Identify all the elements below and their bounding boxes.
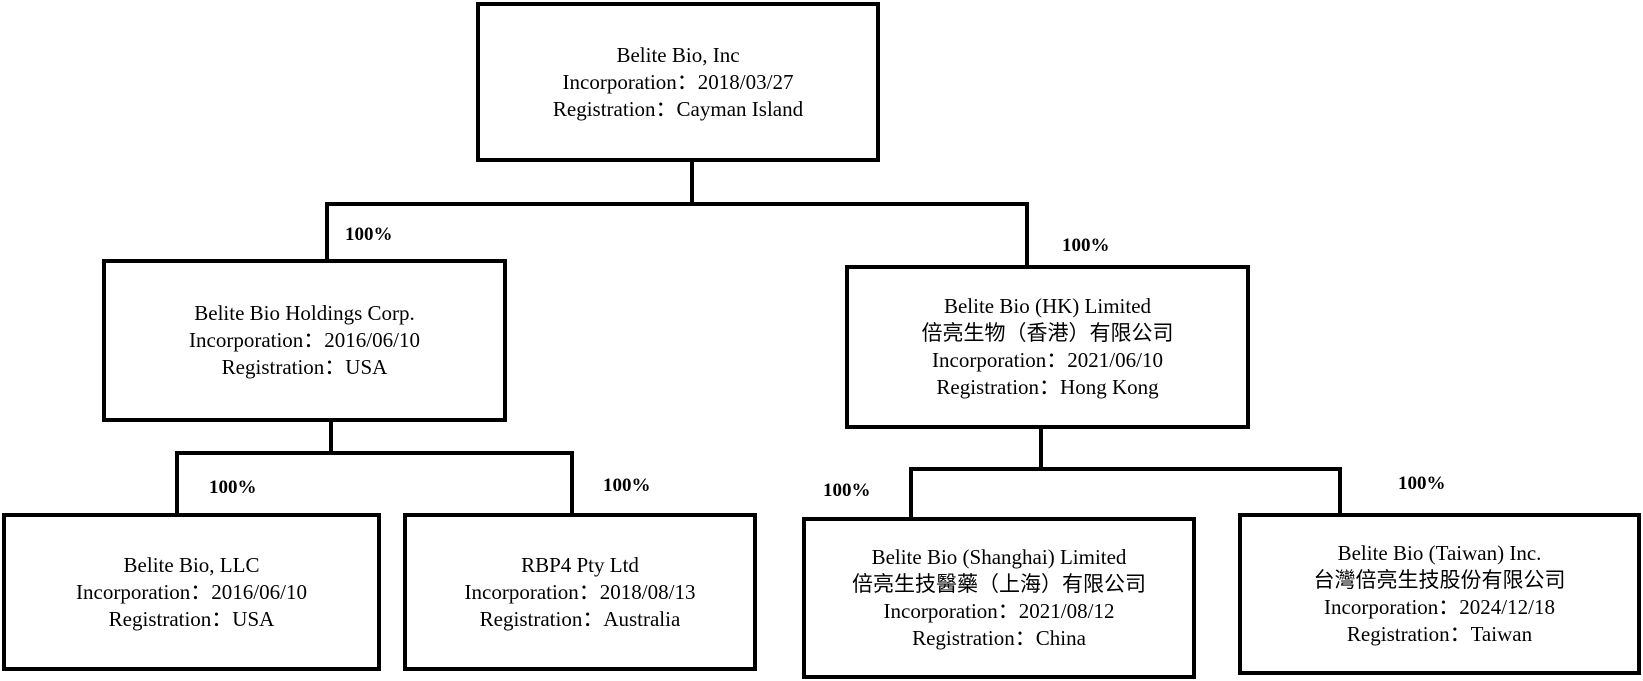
incorporation-date: Incorporation：2018/08/13 (464, 579, 696, 604)
registration-place: Registration：China (912, 626, 1086, 650)
ownership-label-hk: 100% (1062, 235, 1110, 256)
registration-place: Registration：USA (221, 355, 388, 379)
incorporation-date: Incorporation：2021/08/12 (883, 599, 1115, 623)
connector-holdings-stem (329, 419, 333, 454)
ownership-label-holdings: 100% (345, 224, 393, 245)
entity-box-parent: Belite Bio, Inc Incorporation：2018/03/27… (476, 2, 880, 162)
connector-holdings-bar (175, 451, 574, 455)
connector-to-hk (1025, 202, 1029, 266)
entity-local-name: 倍亮生技醫藥（上海）有限公司 (852, 572, 1146, 596)
entity-local-name: 台灣倍亮生技股份有限公司 (1313, 568, 1566, 592)
entity-local-name: 倍亮生物（香港）有限公司 (921, 321, 1174, 345)
ownership-label-llc: 100% (209, 477, 257, 498)
entity-box-hk: Belite Bio (HK) Limited 倍亮生物（香港）有限公司 Inc… (845, 265, 1250, 429)
entity-name: Belite Bio (HK) Limited (943, 294, 1152, 318)
ownership-label-shanghai: 100% (823, 480, 871, 501)
entity-box-llc: Belite Bio, LLC Incorporation：2016/06/10… (2, 513, 381, 671)
registration-place: Registration：Australia (479, 606, 681, 631)
entity-name: Belite Bio, Inc (616, 42, 740, 67)
connector-root-stem (690, 158, 694, 205)
entity-name: Belite Bio (Taiwan) Inc. (1337, 541, 1542, 565)
connector-hk-stem (1039, 426, 1043, 470)
entity-box-holdings: Belite Bio Holdings Corp. Incorporation：… (102, 259, 507, 422)
registration-place: Registration：Hong Kong (936, 375, 1159, 399)
entity-box-shanghai: Belite Bio (Shanghai) Limited 倍亮生技醫藥（上海）… (802, 517, 1196, 679)
connector-to-taiwan (1338, 467, 1342, 514)
registration-place: Registration：Cayman Island (552, 96, 804, 121)
ownership-label-rbp4: 100% (603, 475, 651, 496)
connector-root-bar (325, 202, 1029, 206)
connector-hk-bar (909, 467, 1342, 471)
entity-name: RBP4 Pty Ltd (521, 552, 639, 577)
connector-to-holdings (325, 202, 329, 260)
incorporation-date: Incorporation：2016/06/10 (189, 328, 420, 352)
entity-box-taiwan: Belite Bio (Taiwan) Inc. 台灣倍亮生技股份有限公司 In… (1238, 513, 1641, 675)
connector-to-llc (175, 451, 179, 514)
registration-place: Registration：Taiwan (1346, 622, 1533, 646)
registration-place: Registration：USA (108, 606, 275, 631)
connector-to-rbp4 (570, 451, 574, 514)
connector-to-shanghai (909, 467, 913, 518)
ownership-label-taiwan: 100% (1398, 473, 1446, 494)
entity-name: Belite Bio (Shanghai) Limited (871, 545, 1127, 569)
entity-box-rbp4: RBP4 Pty Ltd Incorporation：2018/08/13 Re… (403, 513, 757, 671)
entity-name: Belite Bio Holdings Corp. (194, 301, 415, 325)
incorporation-date: Incorporation：2024/12/18 (1324, 595, 1555, 619)
incorporation-date: Incorporation：2018/03/27 (562, 69, 794, 94)
entity-name: Belite Bio, LLC (123, 552, 260, 577)
incorporation-date: Incorporation：2021/06/10 (932, 348, 1163, 372)
incorporation-date: Incorporation：2016/06/10 (76, 579, 307, 604)
